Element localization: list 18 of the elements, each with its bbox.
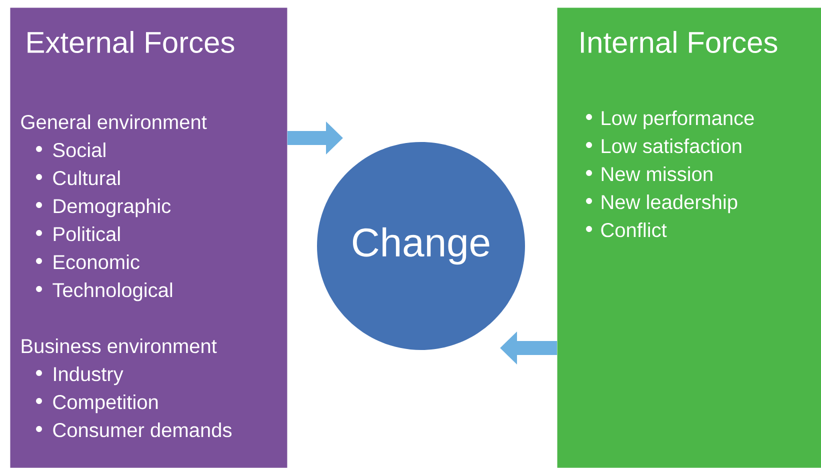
list-heading: Business environment	[22, 338, 217, 354]
bullet-item: New leadership	[602, 194, 738, 214]
bullet-item: Social	[53, 142, 106, 158]
bullet-item: Demographic	[54, 198, 171, 218]
bullet-item: Competition	[53, 394, 158, 414]
bullet-item: New mission	[602, 166, 712, 182]
bullet-item: Low satisfaction	[602, 138, 742, 154]
bullet-item: Technological	[52, 282, 172, 302]
bullet-item: Political	[54, 226, 120, 242]
bullet-item: Consumer demands	[53, 422, 232, 438]
bullet-item: Economic	[54, 254, 140, 270]
bullet-item: Low performance	[602, 110, 754, 130]
panel-title: External Forces	[28, 30, 234, 54]
bullet-item: Industry	[54, 366, 124, 386]
bullet-item: Conflict	[601, 222, 667, 238]
panel-title: Internal Forces	[580, 30, 778, 54]
list-heading: General environment	[21, 114, 207, 130]
bullet-item: Cultural	[53, 170, 120, 186]
